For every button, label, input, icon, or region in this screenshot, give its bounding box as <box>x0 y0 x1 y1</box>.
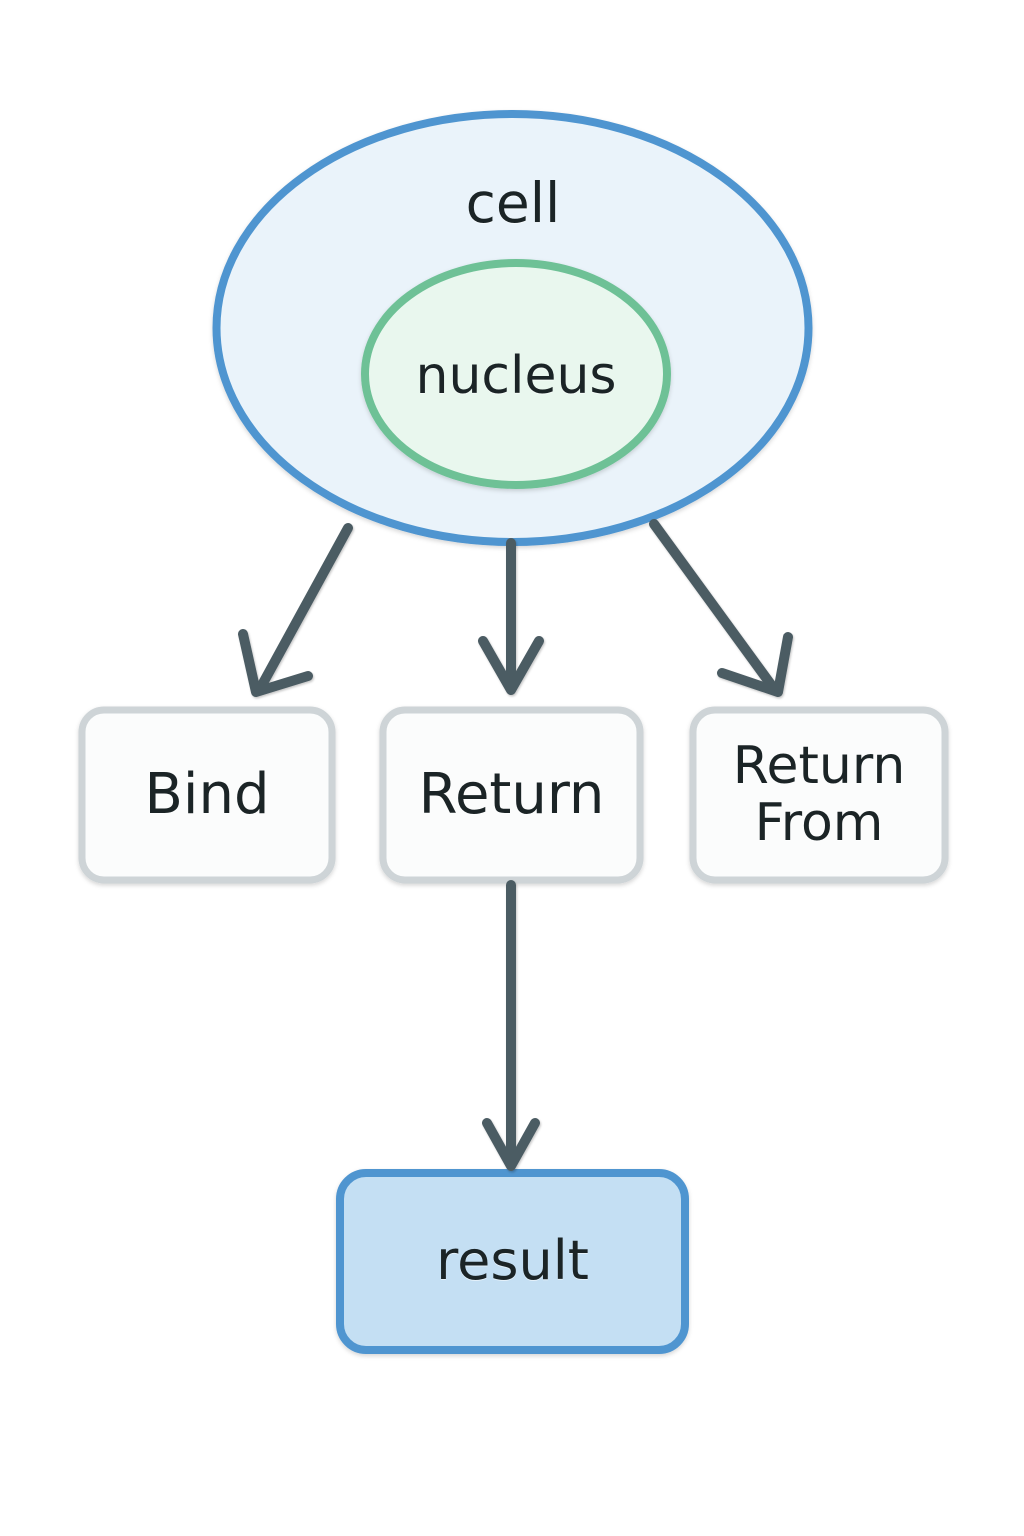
edge-cell-to-bind <box>238 523 353 697</box>
edge-return-to-result <box>482 880 540 1171</box>
edge-cell-to-return <box>478 538 544 695</box>
node-return-from-shape[interactable] <box>689 706 949 884</box>
node-bind-shape[interactable] <box>78 706 336 884</box>
edge-cell-to-return-from <box>649 519 793 697</box>
node-bind[interactable] <box>82 710 332 880</box>
node-result[interactable] <box>340 1173 685 1350</box>
node-nucleus-shape[interactable] <box>361 259 671 489</box>
node-return-shape[interactable] <box>379 706 644 884</box>
node-nucleus[interactable] <box>365 263 667 485</box>
node-return[interactable] <box>383 710 640 880</box>
node-return-from[interactable] <box>693 710 945 880</box>
node-result-shape[interactable] <box>336 1169 689 1354</box>
